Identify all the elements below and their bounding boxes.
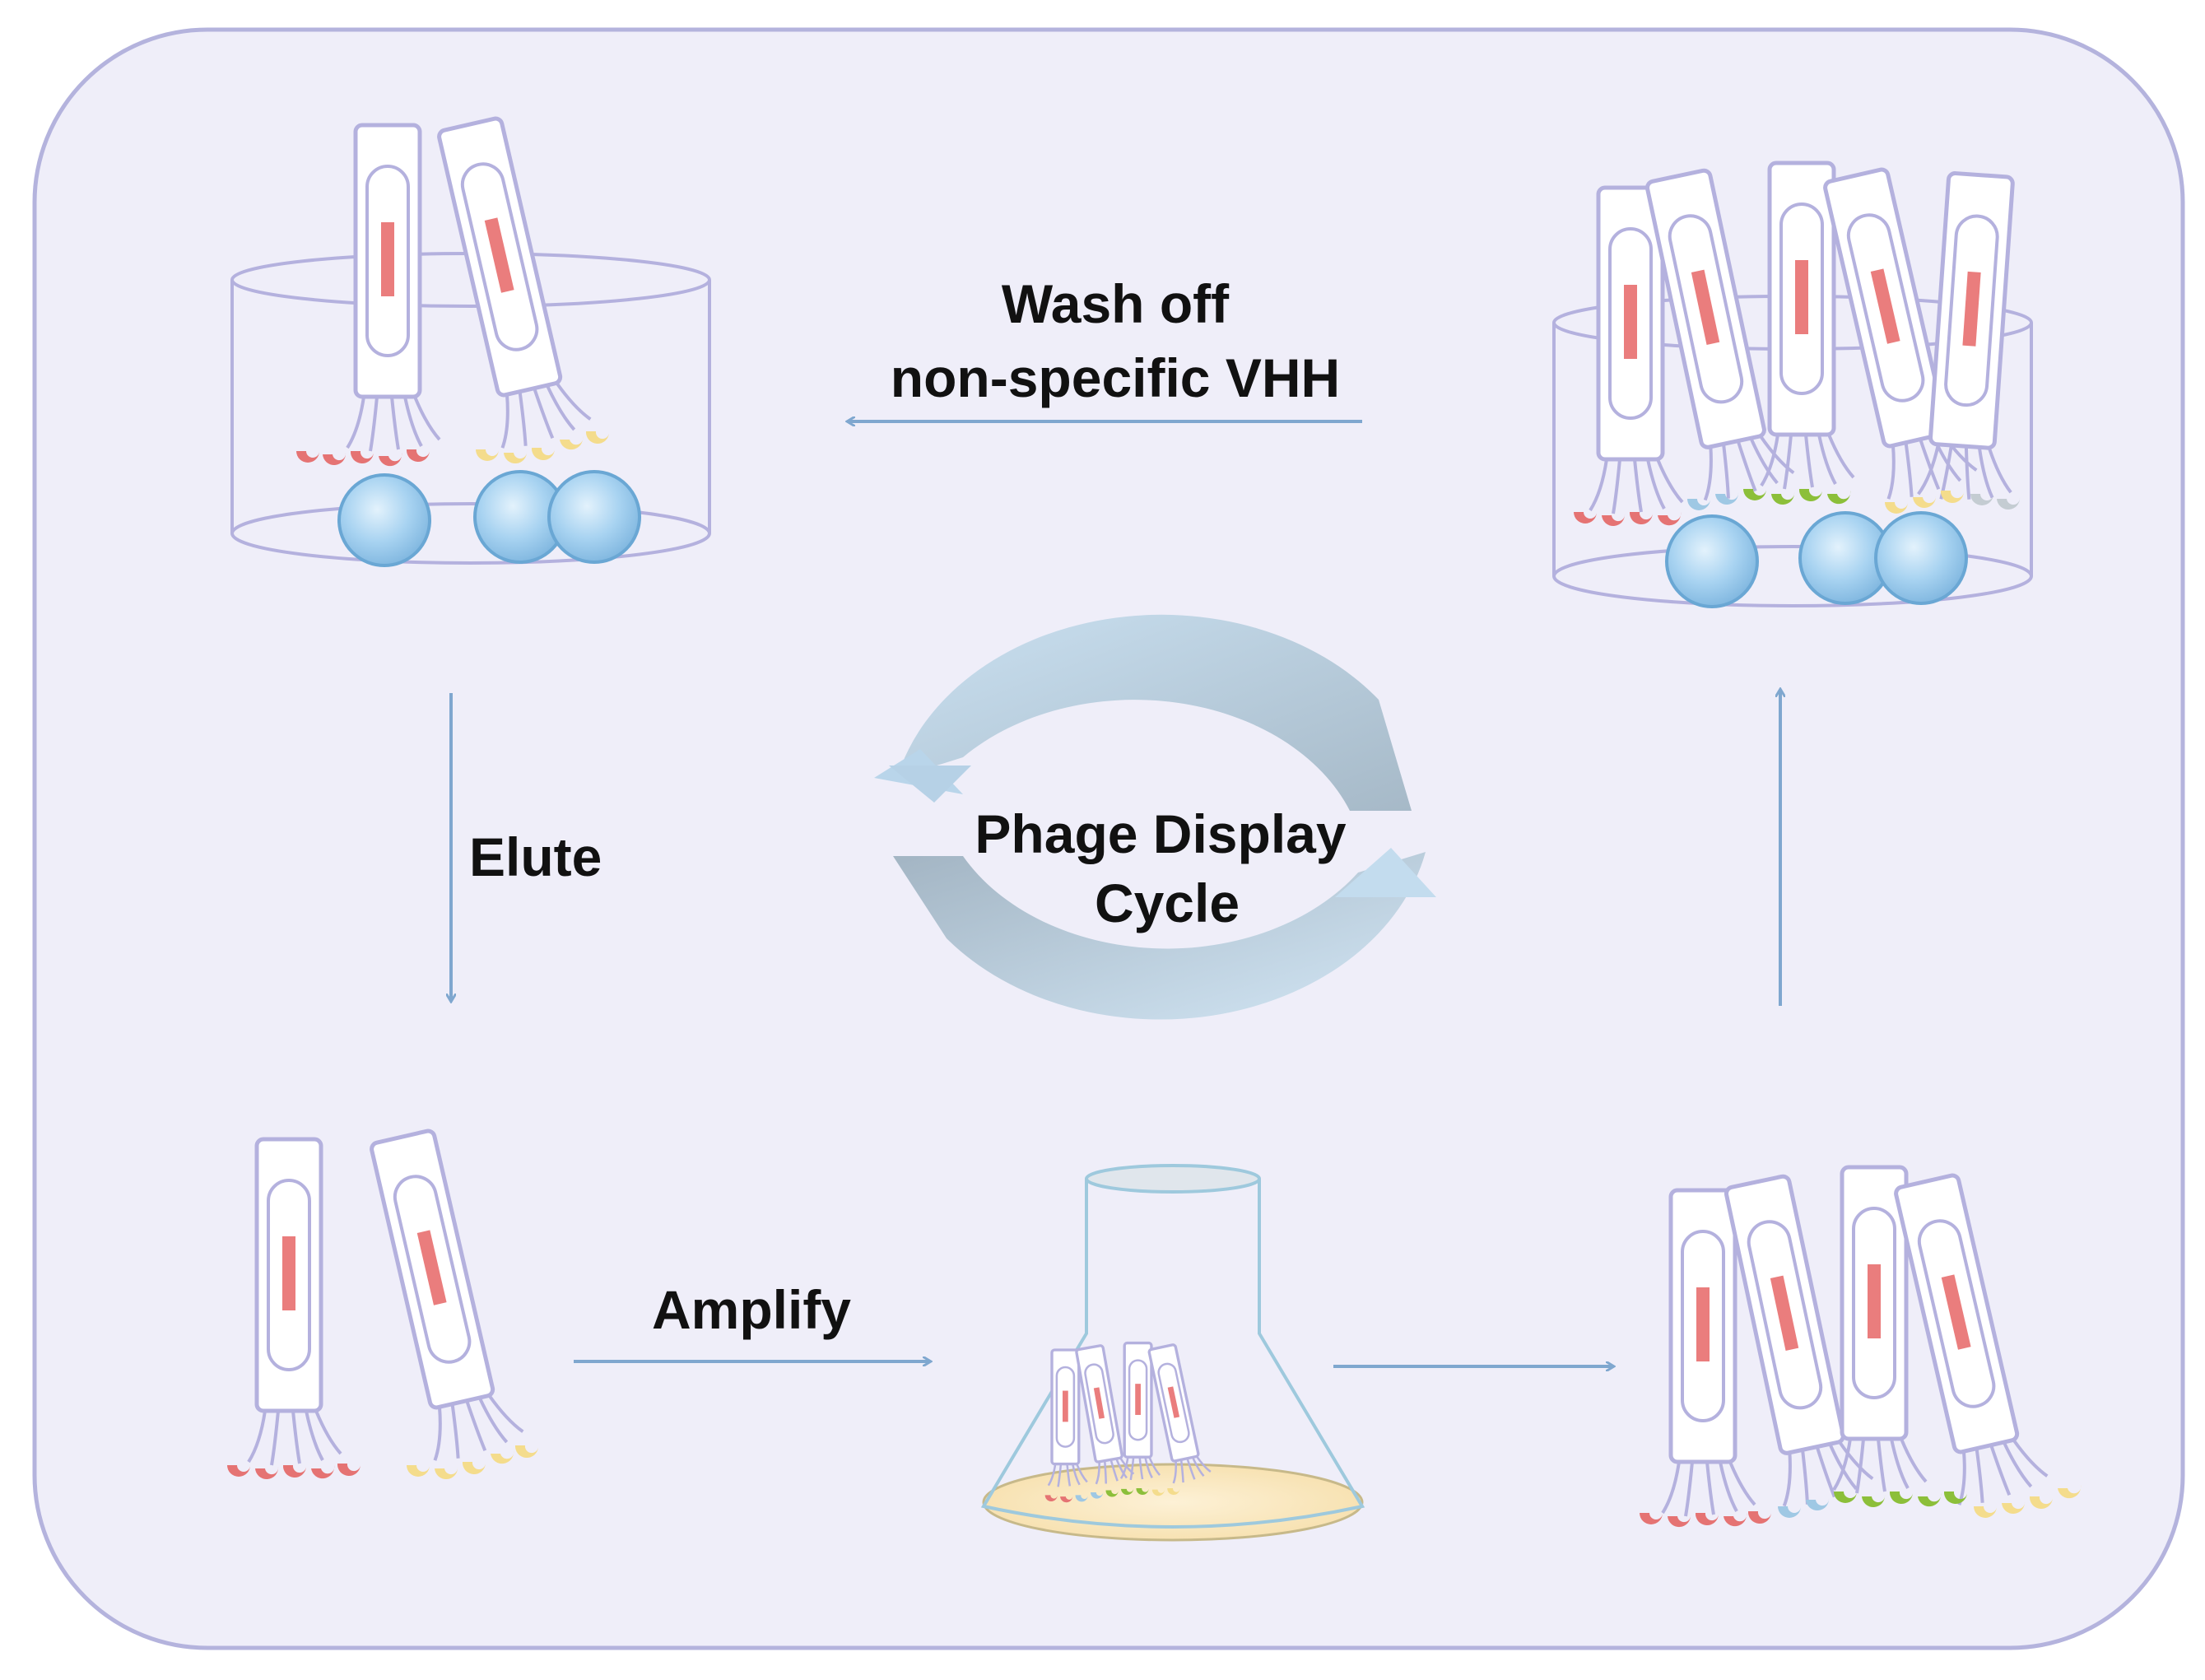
phage-particle <box>1119 1341 1161 1481</box>
phage-particle <box>1760 161 1855 490</box>
elute-label: Elute <box>469 826 602 887</box>
cycle-arrows-icon <box>874 614 1436 1020</box>
vhh-cluster-yellow <box>407 1445 538 1480</box>
cycle-label-line1: Phage Display <box>975 803 1346 864</box>
phage-particle <box>247 1137 342 1466</box>
wash-label-line1: Wash off <box>1002 273 1230 334</box>
phage-particle <box>437 116 592 449</box>
phage-particle <box>1832 1165 1928 1494</box>
vhh-cluster-gray <box>1970 494 2021 510</box>
phage-particle <box>1724 1174 1874 1507</box>
phage-particle <box>346 123 441 452</box>
vhh-cluster-yellow <box>1885 491 1964 514</box>
phage-particle <box>1823 167 1978 500</box>
vhh-cluster-green <box>1834 1492 1967 1508</box>
vhh-cluster-red <box>1574 512 1682 527</box>
phage-particle <box>1661 1188 1756 1517</box>
cycle-label-line2: Cycle <box>1095 873 1240 933</box>
bottom-right-amplified-stage <box>1640 1165 2082 1528</box>
phage-particle <box>1047 1348 1088 1487</box>
vhh-cluster-yellow <box>1974 1485 2082 1518</box>
phage-particle <box>1589 185 1684 514</box>
magnetic-bead <box>547 470 641 564</box>
vhh-cluster-yellow <box>476 431 609 464</box>
vhh-cluster-mixed <box>1044 1488 1180 1503</box>
vhh-cluster-red <box>227 1464 361 1480</box>
vhh-cluster-blue <box>1687 492 1739 510</box>
erlenmeyer-flask <box>980 1164 1365 1542</box>
phage-particle <box>1147 1343 1212 1484</box>
magnetic-bead <box>1874 511 1968 605</box>
phage-particle <box>1917 171 2015 500</box>
vhh-cluster-red <box>296 449 430 467</box>
top-left-dish-stage <box>230 116 711 567</box>
phage-particle <box>370 1129 524 1461</box>
wash-label-line2: non-specific VHH <box>891 347 1340 408</box>
phage-particle <box>1894 1173 2049 1505</box>
vhh-cluster-blue <box>1778 1498 1830 1518</box>
magnetic-bead <box>1665 514 1759 608</box>
phage-particle <box>1075 1344 1135 1485</box>
vhh-cluster-red <box>1640 1511 1771 1528</box>
phage-particle <box>1644 168 1795 501</box>
top-right-dish-stage <box>1552 161 2033 608</box>
magnetic-bead <box>337 473 431 567</box>
bottom-left-eluted-stage <box>227 1129 538 1480</box>
amplify-label: Amplify <box>652 1279 851 1340</box>
vhh-cluster-green <box>1743 489 1851 505</box>
